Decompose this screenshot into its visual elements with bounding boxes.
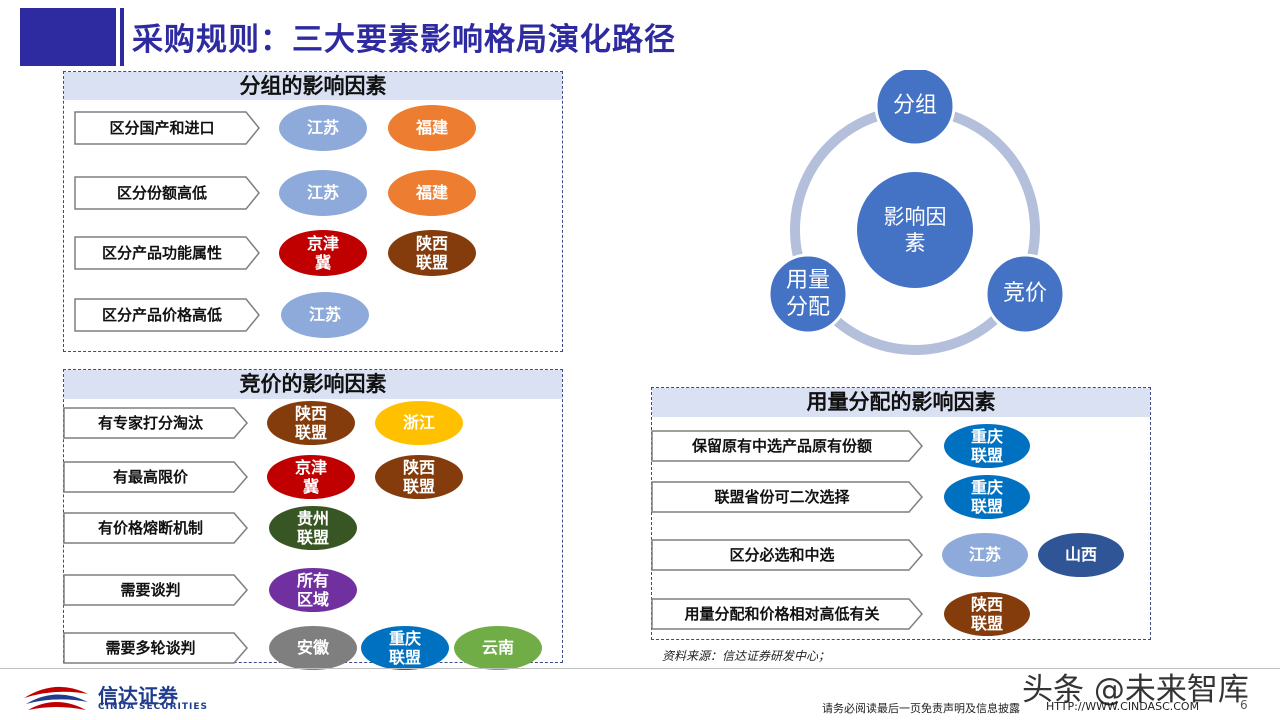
logo-icon [24,686,88,710]
bidding-region-tag: 京津 冀 [267,455,355,499]
allocation-region-tag: 陕西 联盟 [944,592,1030,636]
grouping-region-tag: 江苏 [279,170,367,216]
bidding-factor-label: 有价格熔断机制 [97,519,203,537]
bidding-factor-label: 有专家打分淘汰 [97,414,203,432]
bidding-factor-arrow: 需要多轮谈判 [63,632,248,664]
title-accent-block [20,8,116,66]
grouping-region-tag: 江苏 [281,292,369,338]
bidding-region-tag: 陕西 联盟 [375,455,463,499]
allocation-factor-label: 区分必选和中选 [729,546,835,564]
source-note: 资料来源：信达证券研发中心； [662,649,831,663]
cycle-center-circle [857,172,973,288]
grouping-factor-arrow: 区分产品价格高低 [74,298,260,332]
cycle-diagram: 影响因 素 分组 竞价 用量 分配 [760,70,1080,370]
cycle-node-grouping-circle [874,70,956,147]
bidding-region-tag: 云南 [454,626,542,670]
title-accent-bar [120,8,124,66]
allocation-factor-arrow: 保留原有中选产品原有份额 [651,430,923,462]
bidding-region-tag: 重庆 联盟 [361,626,449,670]
allocation-factor-label: 保留原有中选产品原有份额 [691,437,872,455]
bidding-factor-label: 需要多轮谈判 [105,639,196,657]
disclaimer-text: 请务必阅读最后一页免责声明及信息披露 [822,702,1020,715]
bidding-factor-arrow: 有专家打分淘汰 [63,407,248,439]
allocation-factor-label: 联盟省份可二次选择 [714,488,850,506]
grouping-region-tag: 福建 [388,170,476,216]
bidding-region-tag: 浙江 [375,401,463,445]
bidding-region-tag: 贵州 联盟 [269,506,357,550]
allocation-factor-label: 用量分配和价格相对高低有关 [684,605,880,623]
logo-english-name: CINDA SECURITIES [98,702,208,712]
cycle-node-allocation: 用量 分配 [785,267,830,321]
grouping-panel: 分组的影响因素 [63,71,563,352]
grouping-panel-header: 分组的影响因素 [64,72,562,100]
cycle-node-grouping: 分组 [892,93,937,119]
bidding-panel-header: 竞价的影响因素 [64,370,562,399]
bidding-factor-label: 需要谈判 [120,581,181,599]
grouping-factor-arrow: 区分份额高低 [74,176,260,210]
allocation-factor-arrow: 用量分配和价格相对高低有关 [651,598,923,630]
grouping-factor-arrow: 区分国产和进口 [74,111,260,145]
allocation-region-tag: 重庆 联盟 [944,475,1030,519]
allocation-panel-header: 用量分配的影响因素 [652,388,1150,417]
grouping-factor-label: 区分份额高低 [116,184,207,202]
grouping-region-tag: 福建 [388,105,476,151]
allocation-region-tag: 重庆 联盟 [944,424,1030,468]
bidding-factor-label: 有最高限价 [112,468,188,486]
grouping-region-tag: 陕西 联盟 [388,230,476,276]
footer-divider [0,668,1280,669]
logo-name: 信达证券 [98,684,178,708]
watermark-text: 头条 @未来智库 [1022,672,1249,708]
bidding-factor-arrow: 有最高限价 [63,461,248,493]
allocation-region-tag: 江苏 [942,533,1028,577]
allocation-factor-arrow: 区分必选和中选 [651,539,923,571]
cycle-node-allocation-circle [767,253,849,335]
cycle-node-bidding-circle [984,253,1066,335]
grouping-region-tag: 江苏 [279,105,367,151]
page-number: 6 [1240,698,1248,712]
website-link[interactable]: HTTP://WWW.CINDASC.COM [1046,700,1200,713]
bidding-region-tag: 所有 区域 [269,568,357,612]
grouping-factor-label: 区分国产和进口 [109,119,215,137]
grouping-factor-arrow: 区分产品功能属性 [74,236,260,270]
grouping-region-tag: 京津 冀 [279,230,367,276]
bidding-panel: 竞价的影响因素 [63,369,563,663]
bidding-factor-arrow: 有价格熔断机制 [63,512,248,544]
bidding-region-tag: 陕西 联盟 [267,401,355,445]
bidding-factor-arrow: 需要谈判 [63,574,248,606]
cycle-center-label: 影响因 素 [883,204,947,255]
cycle-node-bidding: 竞价 [1002,281,1047,307]
slide-title: 采购规则：三大要素影响格局演化路径 [132,22,676,58]
grouping-factor-label: 区分产品功能属性 [101,244,222,262]
allocation-region-tag: 山西 [1038,533,1124,577]
allocation-factor-arrow: 联盟省份可二次选择 [651,481,923,513]
allocation-panel: 用量分配的影响因素 [651,387,1151,640]
grouping-factor-label: 区分产品价格高低 [101,306,222,324]
bidding-region-tag: 安徽 [269,626,357,670]
